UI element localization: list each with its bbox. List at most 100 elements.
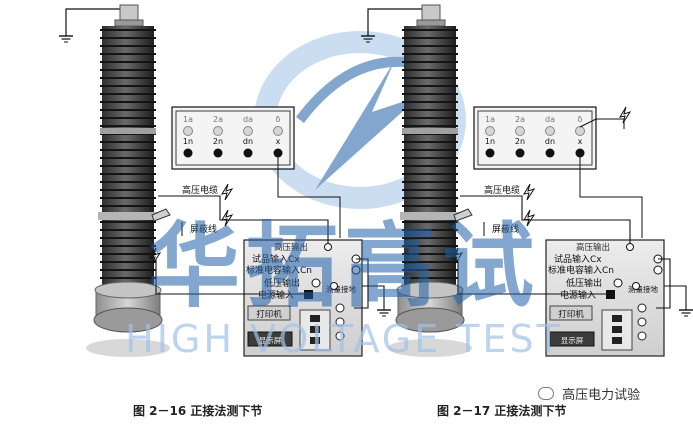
ground-wire — [362, 285, 385, 310]
switch-key — [612, 326, 622, 333]
power-input-socket — [304, 290, 313, 299]
measure-ground-label: 测量接地 — [326, 284, 356, 294]
watermark-badge-text: 高压电力试验 — [562, 388, 641, 403]
switch-key — [612, 315, 622, 322]
lv-output-socket — [311, 278, 321, 288]
hv-output-socket — [626, 243, 634, 251]
lightning-icon — [220, 209, 234, 227]
terminal-bottom-label: x — [578, 137, 583, 146]
terminal-top-socket — [485, 126, 495, 136]
terminal-bottom-label: 1n — [183, 137, 193, 146]
std-cap-input-socket — [351, 265, 361, 275]
bushing-base-top — [396, 281, 464, 299]
hv-cable-label: 高压电缆 — [182, 184, 218, 196]
terminal-top-socket — [243, 126, 253, 136]
bushing-joint — [100, 128, 156, 134]
lightning-icon — [522, 209, 536, 227]
terminal-bottom-label: dn — [243, 137, 253, 146]
power-input-socket — [606, 290, 615, 299]
bushing-clamp — [453, 208, 473, 222]
terminal-box-inner — [477, 110, 593, 166]
ground-wire — [664, 285, 687, 310]
terminal-box — [171, 106, 295, 170]
cx-wire — [354, 258, 369, 309]
terminal-bottom-socket — [515, 148, 525, 158]
terminal-top-label: δ — [578, 115, 583, 124]
watermark-badge: 高压电力试验 — [538, 384, 640, 403]
std-cap-input-socket — [653, 265, 663, 275]
bushing-top-flange — [416, 19, 446, 27]
lead-wire — [155, 260, 304, 295]
terminal-top-label: da — [243, 115, 253, 124]
sample-input-label: 试品输入Cx — [554, 253, 602, 265]
shield-wire-label: 屏蔽线 — [190, 223, 217, 235]
lightning-icon — [148, 247, 162, 265]
terminal-top-socket — [273, 126, 283, 136]
switch-key — [310, 326, 320, 333]
lightning-icon — [618, 106, 632, 124]
lightning-icon — [522, 183, 536, 201]
hv-cable-wire — [158, 195, 329, 243]
display-screen — [549, 331, 595, 347]
terminal-top-label: 1a — [485, 115, 495, 124]
terminal-box — [473, 106, 597, 170]
power-input-label: 电源输入 — [258, 289, 294, 301]
display-label: 显示屏 — [561, 336, 584, 345]
terminal-bottom-label: dn — [545, 137, 555, 146]
display-label: 显示屏 — [259, 336, 282, 345]
terminal-bottom-label: 1n — [485, 137, 495, 146]
bushing-flange — [98, 212, 158, 220]
bushing-shadow — [388, 339, 472, 357]
printer-label: 打印机 — [256, 309, 282, 320]
hv-output-socket — [324, 243, 332, 251]
bushing-flange — [400, 212, 460, 220]
lv-output-label: 低压输出 — [566, 277, 602, 289]
hv-output-label: 高压输出 — [274, 242, 308, 253]
lead-wire — [457, 260, 606, 295]
power-input-label: 电源输入 — [560, 289, 596, 301]
terminal-bottom-label: x — [276, 137, 281, 146]
terminal-bottom-socket — [213, 148, 223, 158]
switch-key — [310, 315, 320, 322]
x-terminal-wire — [579, 118, 625, 129]
std-cap-input-label: 标准电容输入Cn — [548, 264, 614, 276]
bushing-top-cap — [421, 4, 441, 22]
ground-wire — [367, 8, 428, 36]
figure-2-16: 1a1n2a2ndadnδx高压输出试品输入Cx标准电容输入Cn低压输出电源输入… — [59, 4, 391, 357]
measure-ground-socket — [330, 282, 338, 290]
ground-icon — [361, 35, 375, 43]
figure-2-17: 1a1n2a2ndadnδx高压输出试品输入Cx标准电容输入Cn低压输出电源输入… — [361, 4, 693, 357]
watermark-cn-text: 华拓高试 — [148, 213, 540, 320]
printer-frame — [247, 305, 291, 321]
terminal-wire — [579, 153, 643, 238]
lv-output-label: 低压输出 — [264, 277, 300, 289]
display-screen — [247, 331, 293, 347]
bushing-joint — [402, 128, 458, 134]
figure-caption-2-17: 图 2－17 正接法测下节 — [437, 404, 567, 418]
cx-wire — [656, 258, 671, 309]
terminal-top-socket — [183, 126, 193, 136]
bushing-top-cap — [119, 4, 139, 22]
panel-knob — [335, 331, 345, 341]
terminal-top-label: δ — [276, 115, 281, 124]
terminal-top-socket — [515, 126, 525, 136]
bushing-top-flange — [114, 19, 144, 27]
std-cap-input-label: 标准电容输入Cn — [246, 264, 312, 276]
ground-wire — [65, 8, 126, 36]
bushing-shadow — [86, 339, 170, 357]
ground-icon — [679, 309, 693, 317]
switch-key — [310, 337, 320, 344]
printer-label: 打印机 — [558, 309, 584, 320]
terminal-top-socket — [213, 126, 223, 136]
sample-input-label: 试品输入Cx — [252, 253, 300, 265]
wechat-icon — [538, 387, 554, 400]
terminal-top-label: 2a — [515, 115, 525, 124]
terminal-bottom-socket — [183, 148, 193, 158]
terminal-box-inner — [175, 110, 291, 166]
watermark-en-text: HIGH VOLTAGE TEST — [125, 317, 563, 361]
hv-cable-label: 高压电缆 — [484, 184, 520, 196]
measure-ground-label: 测量接地 — [628, 284, 658, 294]
panel-knob — [637, 317, 647, 327]
lv-output-socket — [613, 278, 623, 288]
